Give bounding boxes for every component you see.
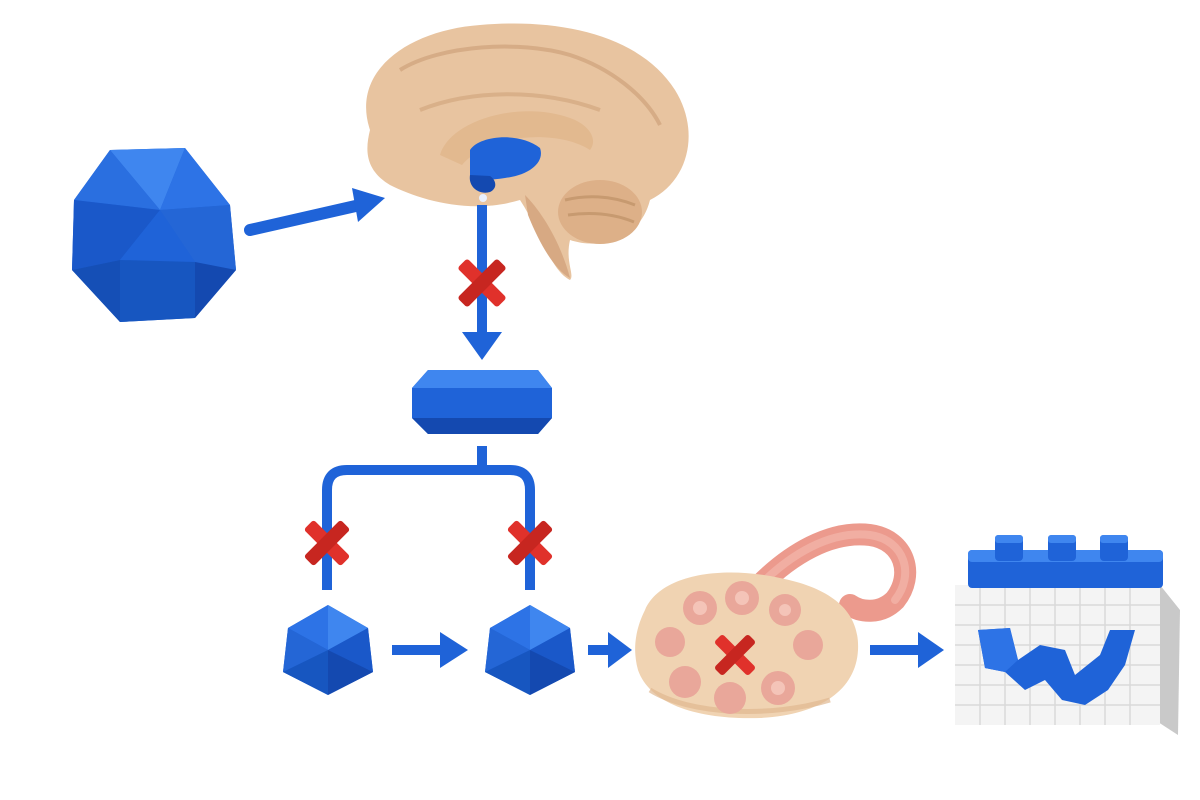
blue-capsule-block-icon: [412, 370, 552, 434]
red-x-icon: [507, 520, 553, 566]
arrow-left-hormone-to-right-hormone: [392, 632, 468, 668]
calendar-icon: [955, 535, 1180, 735]
blue-polyhedron-icon: [72, 148, 236, 322]
hypothalamus-pituitary-highlight: [469, 137, 541, 202]
blue-hexagon-icon: [283, 605, 373, 695]
red-x-icon: [304, 520, 350, 566]
red-x-icon: [458, 259, 506, 307]
arrow-right-hormone-to-ovary: [588, 632, 632, 668]
red-x-icon: [715, 635, 755, 675]
arrow-brain-to-pituitary: [462, 205, 502, 360]
branch-connector: [322, 446, 535, 590]
arrow-hormone-source-to-brain: [244, 188, 385, 236]
follicle-cluster: [655, 581, 823, 714]
blue-hexagon-icon: [485, 605, 575, 695]
ovary-icon: [635, 523, 917, 719]
arrow-ovary-to-calendar: [870, 632, 944, 668]
